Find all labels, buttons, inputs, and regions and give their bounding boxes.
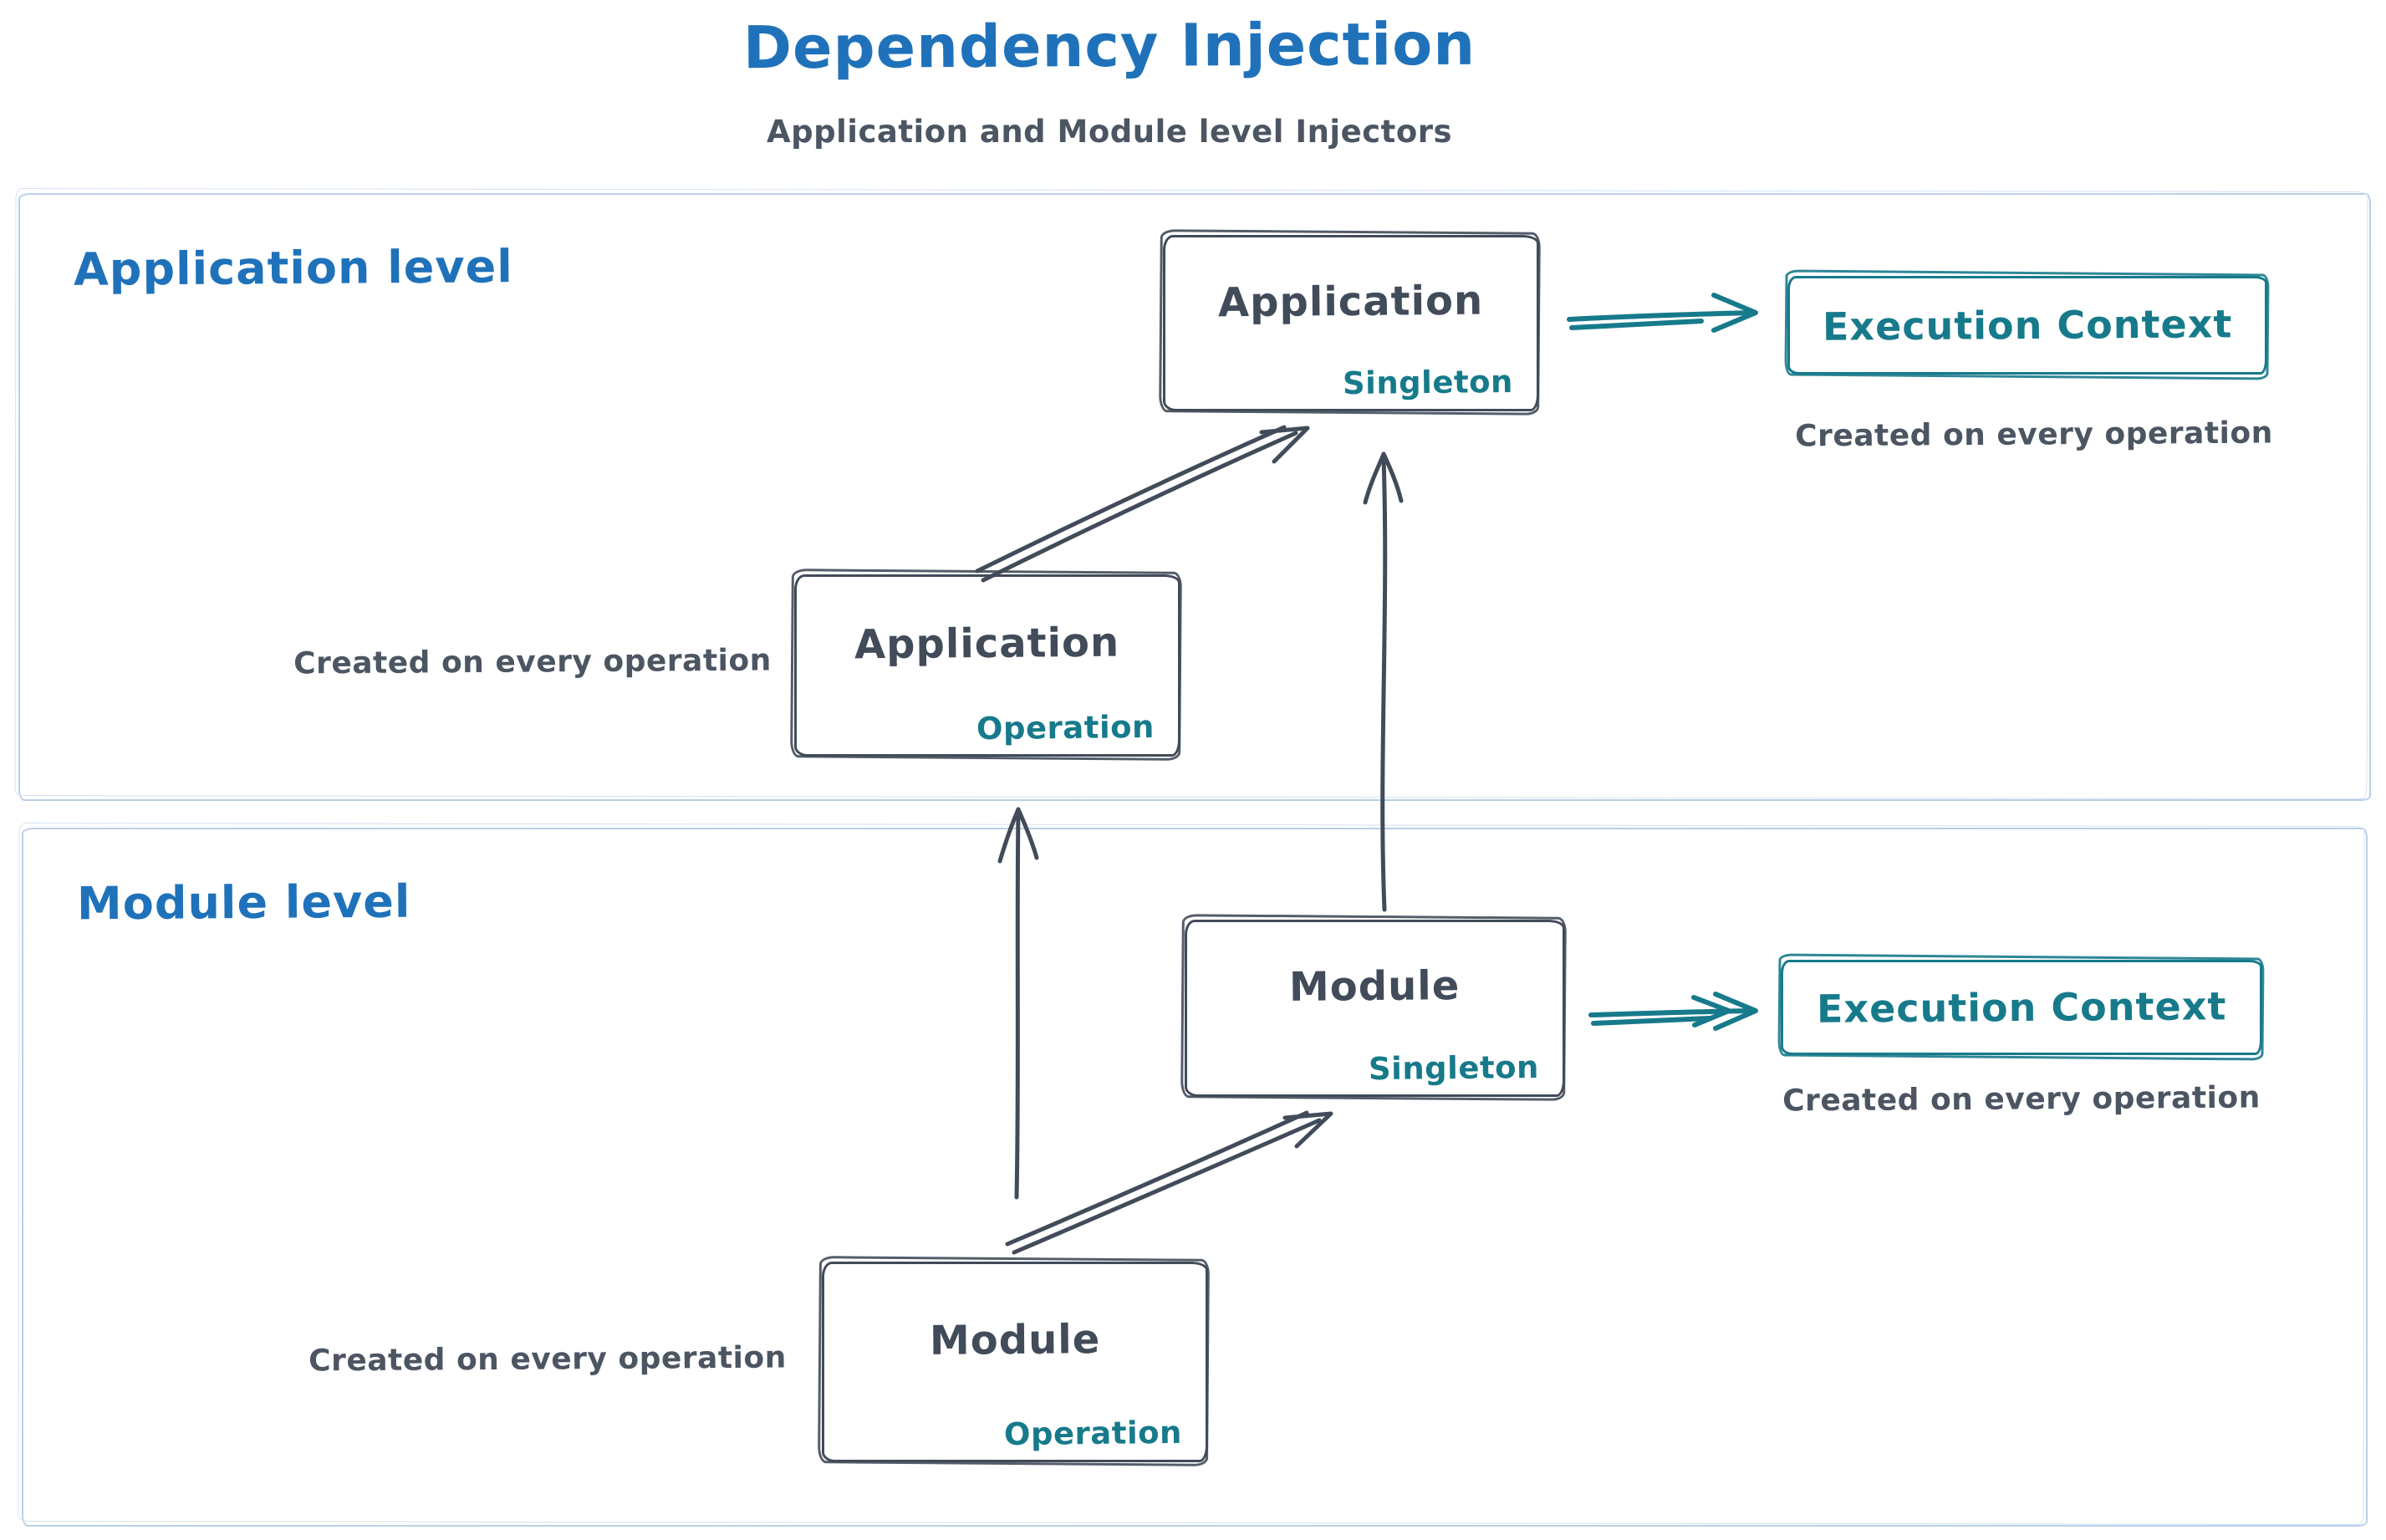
node-execution-context-application: Execution Context — [1787, 276, 2267, 375]
section-module-label: Module level — [76, 875, 411, 931]
node-module-singleton-badge: Singleton — [1368, 1048, 1540, 1088]
caption-exec-context-application: Created on every operation — [1795, 416, 2273, 454]
section-module-level: Module level — [22, 828, 2368, 1527]
node-module-operation-title: Module — [929, 1316, 1101, 1364]
node-execution-context-module: Execution Context — [1781, 960, 2262, 1055]
page-title: Dependency Injection — [742, 9, 1476, 83]
page-subtitle: Application and Module level Injectors — [766, 114, 1453, 150]
caption-exec-context-module: Created on every operation — [1782, 1080, 2261, 1119]
caption-module-operation: Created on every operation — [308, 1340, 787, 1379]
execution-context-application-title: Execution Context — [1822, 301, 2233, 349]
node-application-operation: Application Operation — [794, 574, 1180, 757]
node-application-singleton-title: Application — [1218, 277, 1484, 326]
execution-context-module-title: Execution Context — [1816, 983, 2227, 1032]
section-application-label: Application level — [73, 240, 513, 296]
section-application-level: Application level — [18, 193, 2371, 801]
node-application-singleton: Application Singleton — [1163, 235, 1539, 411]
node-module-singleton: Module Singleton — [1185, 920, 1565, 1097]
node-application-singleton-badge: Singleton — [1342, 363, 1514, 402]
node-application-operation-badge: Operation — [976, 708, 1155, 747]
node-application-operation-title: Application — [854, 619, 1120, 669]
node-module-operation: Module Operation — [822, 1262, 1208, 1462]
node-module-operation-badge: Operation — [1003, 1414, 1183, 1453]
node-module-singleton-title: Module — [1289, 962, 1461, 1011]
caption-application-operation: Created on every operation — [293, 643, 772, 681]
